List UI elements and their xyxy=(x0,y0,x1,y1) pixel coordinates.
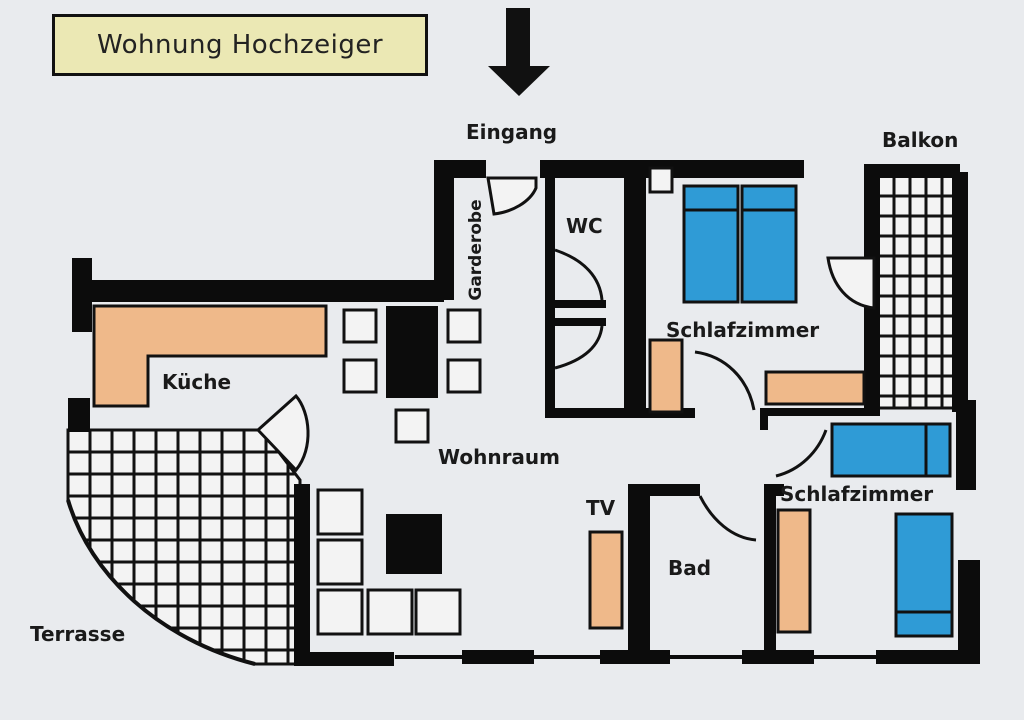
kitchen-counter xyxy=(92,304,328,408)
dining-set xyxy=(342,306,482,444)
label-wardrobe: Garderobe xyxy=(466,199,486,301)
label-kitchen: Küche xyxy=(162,370,232,394)
bedroom2-furniture xyxy=(776,422,954,638)
label-bedroom2: Schlafzimmer xyxy=(780,482,934,506)
label-balcony: Balkon xyxy=(882,128,959,152)
label-living: Wohnraum xyxy=(438,445,561,469)
door-swings xyxy=(255,176,876,542)
tv-cabinet xyxy=(588,530,624,630)
down-arrow-icon xyxy=(488,8,550,96)
plan-title-box: Wohnung Hochzeiger xyxy=(52,14,428,76)
sofa-set xyxy=(316,488,462,636)
label-terrace: Terrasse xyxy=(30,622,126,646)
label-wc: WC xyxy=(566,214,603,238)
label-bedroom1: Schlafzimmer xyxy=(666,318,820,342)
label-tv: TV xyxy=(586,496,616,520)
label-entrance: Eingang xyxy=(466,120,558,144)
label-bath: Bad xyxy=(668,556,712,580)
balcony-area xyxy=(876,174,960,410)
bedroom1-furniture xyxy=(648,166,866,414)
plan-title: Wohnung Hochzeiger xyxy=(96,30,384,60)
